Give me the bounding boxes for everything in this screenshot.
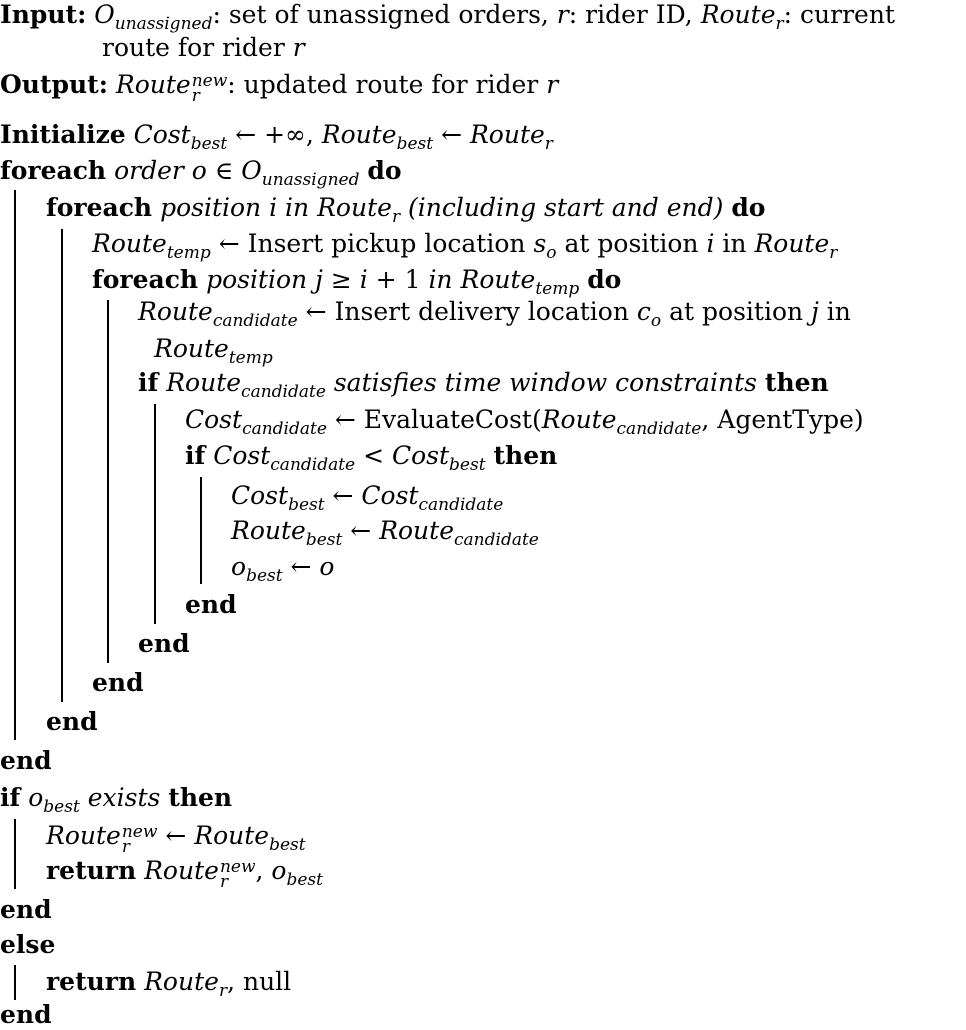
end-else: end	[0, 1000, 52, 1029]
if-satisfies-line: if Routecandidate satisfies time window …	[138, 368, 829, 402]
block-bar-position-j	[107, 300, 109, 663]
input-line-continued: route for rider r	[102, 33, 305, 62]
block-bar-else	[14, 965, 16, 1000]
if-exists-line: if obest exists then	[0, 783, 233, 817]
input-label: Input:	[0, 0, 87, 29]
else-line: else	[0, 930, 56, 959]
end-if-satisfies: end	[138, 629, 190, 658]
initialize-line: Initialize Costbest ← +∞, Routebest ← Ro…	[0, 120, 553, 154]
route-candidate-line-continued: Routetemp	[154, 334, 273, 368]
foreach-order-line: foreach order o ∈ Ounassigned do	[0, 156, 402, 190]
end-if-cost: end	[185, 590, 237, 619]
block-bar-if-cost	[200, 477, 202, 584]
o-best-assign-line: obest ← o	[231, 552, 335, 586]
route-temp-line: Routetemp ← Insert pickup location so at…	[92, 229, 838, 263]
if-cost-line: if Costcandidate < Costbest then	[185, 441, 558, 475]
end-foreach-j: end	[92, 668, 144, 697]
end-foreach-order: end	[0, 746, 52, 775]
block-bar-position-i	[61, 229, 63, 702]
output-label: Output:	[0, 70, 108, 99]
foreach-position-j-line: foreach position j ≥ i + 1 in Routetemp …	[92, 265, 622, 299]
cost-candidate-line: Costcandidate ← EvaluateCost(Routecandid…	[185, 405, 864, 439]
block-bar-if-satisfies	[154, 404, 156, 624]
block-bar-if-exists	[14, 819, 16, 889]
return-null-line: return Router, null	[46, 967, 292, 1001]
end-foreach-i: end	[46, 707, 98, 736]
route-best-assign-line: Routebest ← Routecandidate	[231, 516, 539, 550]
block-bar-outer-foreach	[14, 190, 16, 740]
foreach-position-i-line: foreach position i in Router (including …	[46, 193, 766, 227]
cost-best-assign-line: Costbest ← Costcandidate	[231, 481, 504, 515]
end-if-exists: end	[0, 895, 52, 924]
input-line: Input: Ounassigned: set of unassigned or…	[0, 0, 895, 34]
route-candidate-line: Routecandidate ← Insert delivery locatio…	[138, 297, 851, 331]
